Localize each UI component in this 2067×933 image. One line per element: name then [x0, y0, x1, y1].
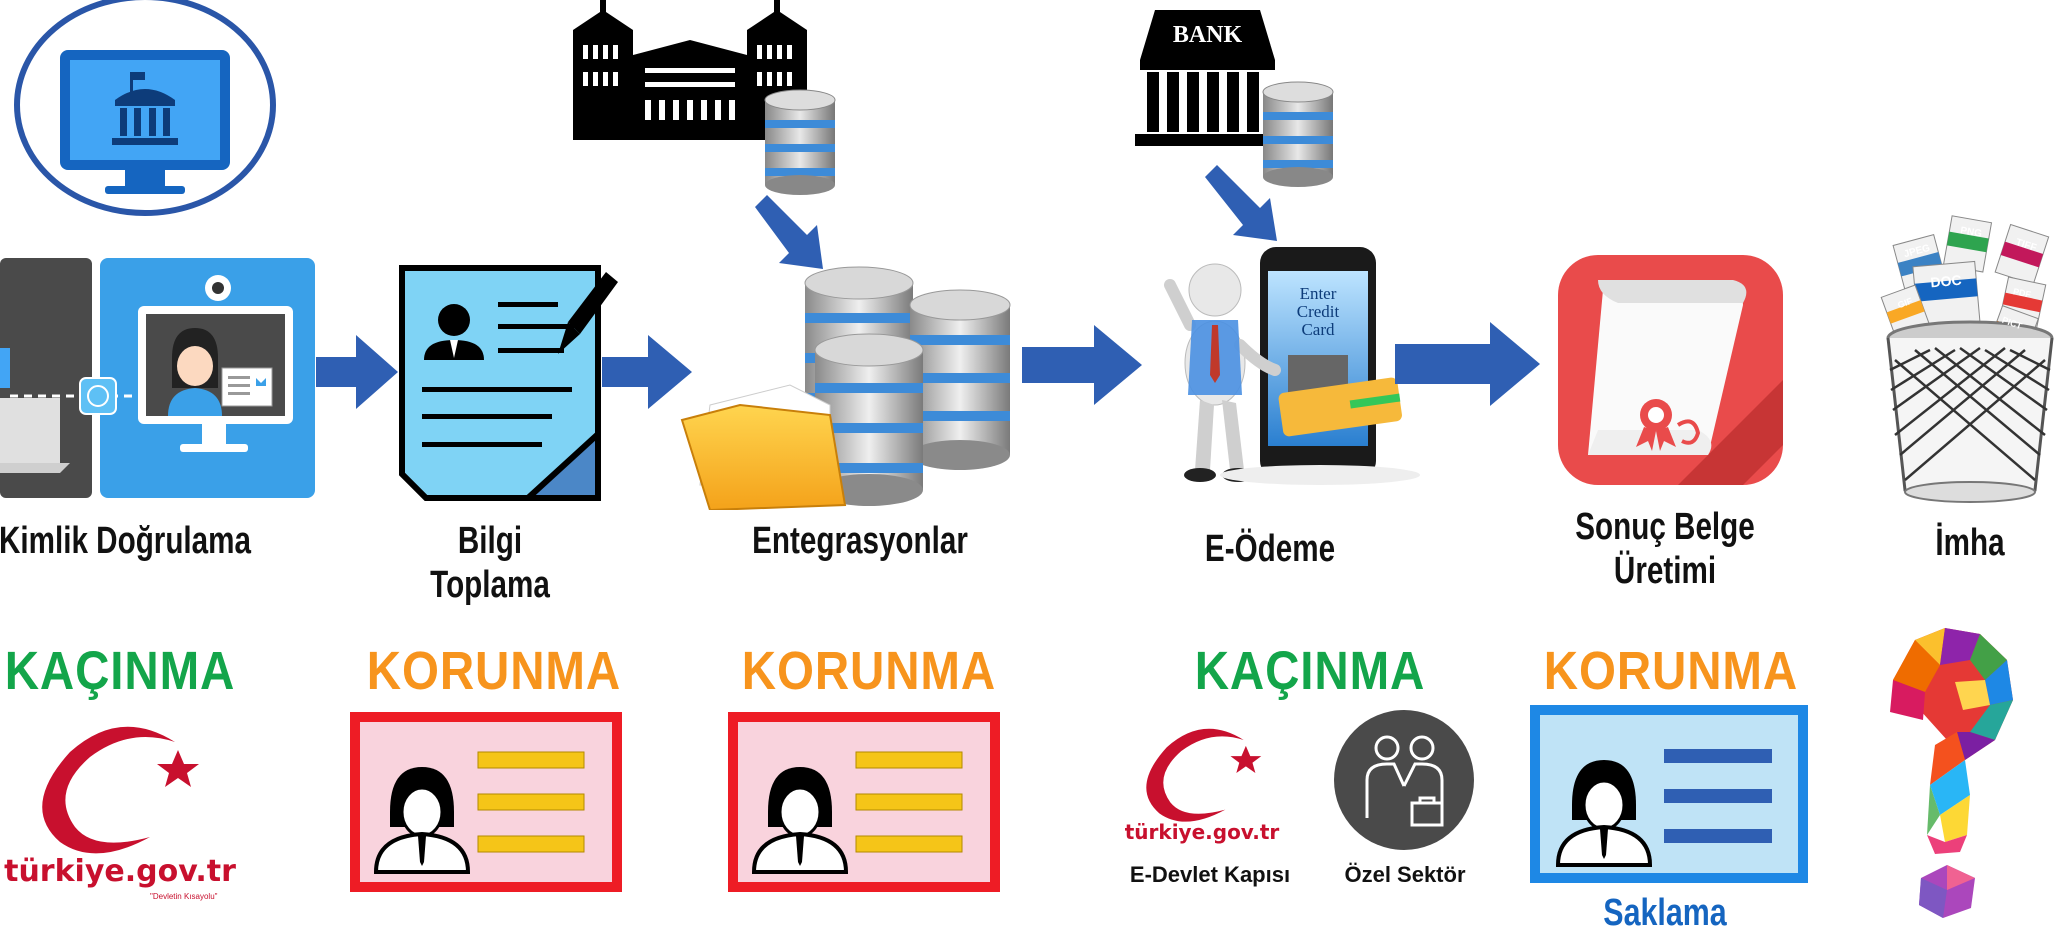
bank-icon: BANK: [1135, 0, 1280, 150]
egov-logo-text: türkiye.gov.tr: [4, 854, 236, 889]
step-label-toplama: Toplama: [430, 563, 550, 606]
status-korunma: KORUNMA: [1543, 641, 1799, 701]
question-mark-icon: [1885, 620, 2015, 920]
caption-saklama-yukumlulugu: Saklama Yükümlülüğü: [1603, 892, 1727, 933]
flow-arrow-icon: [1022, 325, 1142, 405]
person-id-card-icon: [728, 712, 1000, 892]
flow-arrow-icon: [602, 335, 692, 409]
status-korunma: KORUNMA: [741, 641, 997, 701]
government-building-icon: [565, 0, 815, 140]
handshake-icon: [1332, 708, 1477, 853]
down-arrow-icon: [755, 195, 830, 275]
egov-logo-subtext: "Devletin Kısayolu": [150, 892, 218, 901]
status-korunma: KORUNMA: [366, 641, 622, 701]
database-icon: [1258, 80, 1338, 190]
person-id-card-icon: [350, 712, 622, 892]
step-label-sonuc-belge: Sonuç Belge: [1575, 506, 1755, 548]
step-label-uretimi: Üretimi: [1613, 549, 1717, 592]
phone-screen-text: Enter Credit Card: [1278, 285, 1358, 339]
mobile-payment-icon: Enter Credit Card: [1150, 245, 1420, 510]
certificate-scroll-icon: [1558, 255, 1783, 485]
down-arrow-icon: [1205, 165, 1285, 245]
status-kacinma: KAÇINMA: [1194, 641, 1426, 701]
bank-sign: BANK: [1172, 22, 1243, 48]
phone-screen-line3: Card: [1301, 320, 1335, 339]
flow-arrow-icon: [316, 335, 398, 409]
step-label-bilgi: Bilgi: [457, 520, 523, 562]
step-label-imha: İmha: [1935, 522, 2005, 564]
trash-files-icon: JPEG PNG TIFF DOC GIF PDF PICT: [1875, 210, 2065, 510]
caption-ozel-sektor: Özel Sektör: [1344, 862, 1466, 887]
id-verification-icon: [0, 258, 315, 498]
step-label-entegrasyonlar: Entegrasyonlar: [752, 520, 968, 562]
step-label-e-odeme: E-Ödeme: [1204, 528, 1336, 570]
form-pen-icon: [398, 262, 618, 502]
egov-logo-icon: türkiye.gov.tr: [1112, 718, 1302, 848]
step-label-kimlik-dogrulama: Kimlik Doğrulama: [0, 520, 251, 562]
status-kacinma: KAÇINMA: [4, 641, 236, 701]
phone-screen-line1: Enter: [1299, 284, 1337, 303]
step-label-sonuc-belge-uretimi: Sonuç Belge Üretimi: [1560, 506, 1771, 593]
caption-e-devlet-kapisi: E-Devlet Kapısı: [1129, 862, 1291, 887]
government-monitor-icon: [10, 0, 280, 220]
phone-screen-line2: Credit: [1296, 302, 1340, 321]
person-id-card-icon: [1530, 705, 1808, 883]
egov-logo-icon: türkiye.gov.tr "Devletin Kısayolu": [0, 712, 250, 902]
flow-arrow-icon: [1395, 322, 1540, 406]
egov-logo-text: türkiye.gov.tr: [1124, 820, 1280, 844]
step-label-bilgi-toplama: Bilgi Toplama: [404, 520, 576, 607]
folder-database-icon: [680, 255, 1015, 512]
database-icon: [760, 88, 840, 198]
